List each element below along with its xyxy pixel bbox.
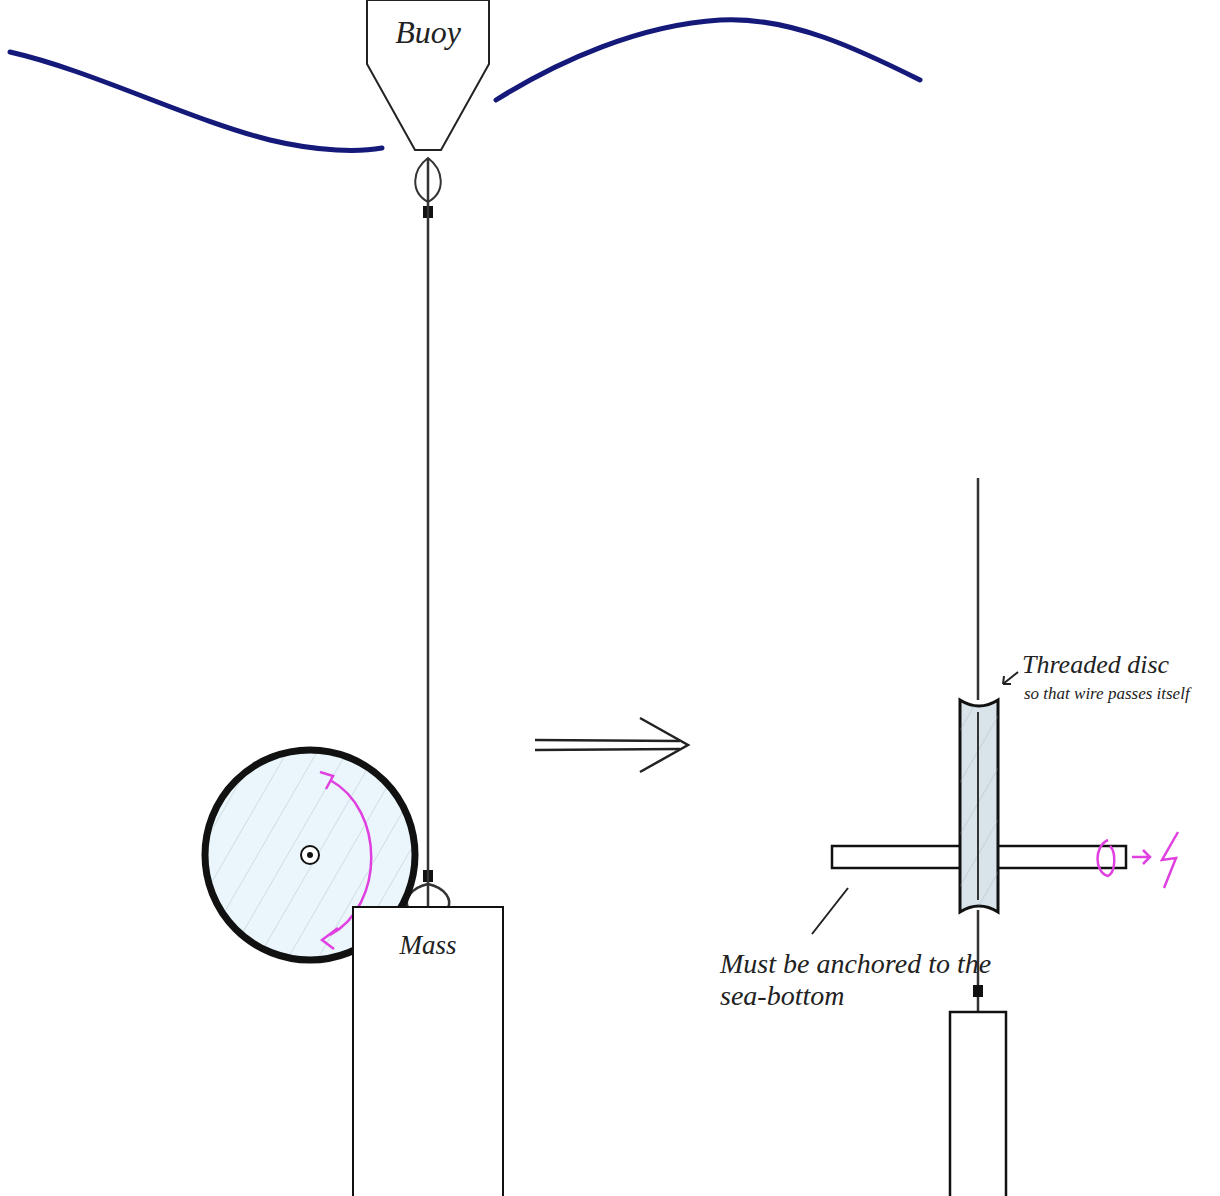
buoy: Buoy (359, 0, 497, 158)
mass-block: Mass (352, 906, 504, 1196)
node-label: Buoy (359, 14, 497, 51)
sea-wave (10, 52, 382, 150)
callout-note: so that wire passes itself (1024, 684, 1190, 704)
anchor-note: Must be anchored to the sea-bottom (720, 948, 1020, 1012)
callout-title: Threaded disc (1022, 650, 1169, 680)
transform-arrow (535, 718, 688, 772)
wire (428, 158, 429, 906)
node-label: Mass (354, 930, 502, 961)
sea-wave (496, 20, 920, 100)
side-view (812, 478, 1178, 1196)
